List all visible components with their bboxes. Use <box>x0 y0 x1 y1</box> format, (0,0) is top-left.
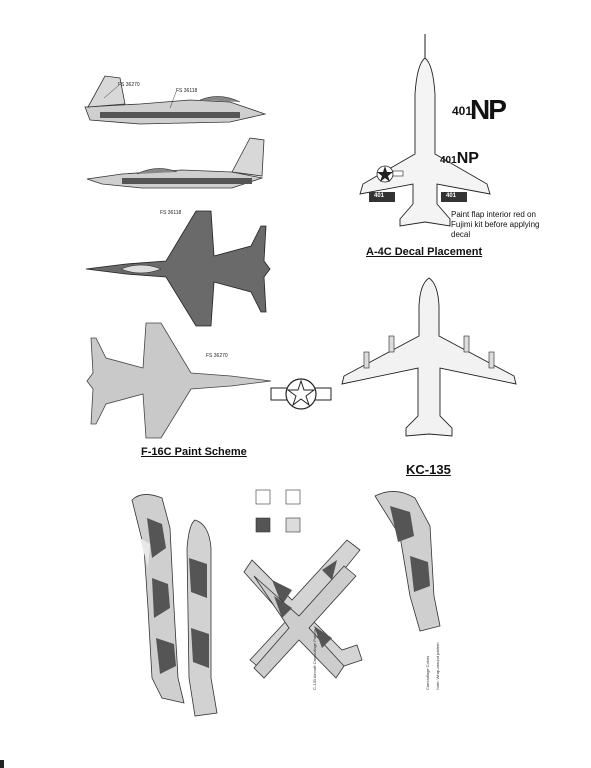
f16-fs-label-3: FS 36118 <box>160 210 182 216</box>
f16-bottom-view <box>86 322 272 439</box>
c130-note-1: C-130 Aircraft Camouflage Pattern <box>312 628 317 690</box>
a4c-fuselage-code: 401NP <box>440 150 479 168</box>
a4c-fuselage-number: 401 <box>440 155 457 166</box>
a4c-caption: A-4C Decal Placement <box>366 246 483 258</box>
a4c-wing-number-right: 401 <box>446 193 457 199</box>
f16-fs-label-1: FS 36270 <box>118 82 140 88</box>
f16-fs-label-2: FS 36118 <box>176 88 198 94</box>
c130-note-2: Camouflage Colors <box>425 655 430 690</box>
a4c-top-view <box>359 34 491 227</box>
f16-side-view-left <box>84 75 267 125</box>
c130-note-3: Note: Wrap-around pattern <box>435 642 440 690</box>
f16-caption: F-16C Paint Scheme <box>141 446 247 458</box>
a4c-tail-code: NP <box>470 94 507 125</box>
f16-fs-label-4: FS 36270 <box>206 353 228 359</box>
f16-leader-lines-1 <box>103 85 177 109</box>
c130-profile-right <box>374 491 441 632</box>
us-star-insignia <box>270 378 332 410</box>
page-edge-mark <box>0 760 4 768</box>
c130-profile-narrow <box>186 519 218 717</box>
f16-top-view <box>85 210 271 327</box>
kc135-top-view <box>341 277 517 437</box>
a4c-tail-number: 401 <box>452 104 472 118</box>
a4c-paint-note: Paint flap interior red on Fujimi kit be… <box>451 210 540 239</box>
camo-color-swatches <box>255 489 301 533</box>
a4c-tail-number-text: 401 <box>452 104 473 118</box>
c130-profile-left <box>131 494 185 704</box>
c130-bottom-view <box>253 565 357 679</box>
a4c-fuselage-letters: NP <box>456 150 479 167</box>
kc135-caption: KC-135 <box>406 462 451 477</box>
a4c-wing-number-left: 401 <box>374 193 385 199</box>
f16-side-view-right <box>86 137 265 189</box>
